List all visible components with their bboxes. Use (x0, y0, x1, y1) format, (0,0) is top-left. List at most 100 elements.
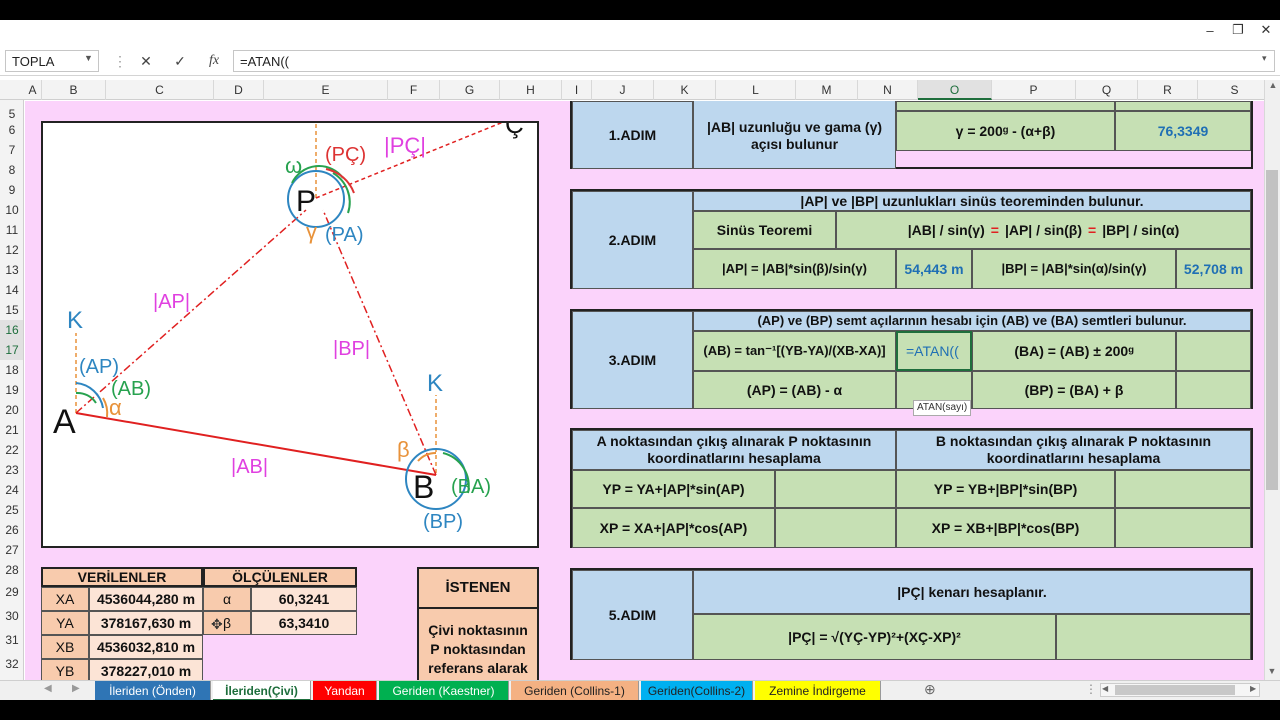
measured-name-beta[interactable]: β (203, 611, 251, 635)
column-header-J[interactable]: J (592, 80, 654, 100)
row-header-31[interactable]: 31 (5, 633, 19, 647)
tab-scroll-left-icon[interactable]: ◀ (44, 683, 52, 694)
row-header-28[interactable]: 28 (5, 563, 19, 577)
given-value-XB[interactable]: 4536032,810 m (89, 635, 203, 659)
formula-input[interactable]: =ATAN(( (233, 50, 1275, 72)
step1-title[interactable]: 1.ADIM (572, 101, 693, 169)
name-box[interactable]: TOPLA (5, 50, 99, 72)
step4-ya-value[interactable] (775, 470, 896, 508)
measured-header[interactable]: ÖLÇÜLENLER (203, 567, 357, 587)
measured-value-alpha[interactable]: 60,3241 (251, 587, 357, 611)
minimize-icon[interactable]: – (1206, 22, 1214, 38)
row-header-29[interactable]: 29 (5, 585, 19, 599)
sheet-tab-4[interactable]: Geriden (Kaestner) (379, 681, 509, 700)
row-header-27[interactable]: 27 (5, 543, 19, 557)
row-header-18[interactable]: 18 (5, 363, 19, 377)
step4-header-a[interactable]: A noktasından çıkış alınarak P noktasını… (572, 430, 896, 470)
column-header-C[interactable]: C (106, 80, 214, 100)
step2-title[interactable]: 2.ADIM (572, 191, 693, 289)
step2-header[interactable]: |AP| ve |BP| uzunlukları sinüs teoremind… (693, 191, 1251, 211)
step3-header[interactable]: (AP) ve (BP) semt açılarının hesabı için… (693, 311, 1251, 331)
scroll-down-icon[interactable]: ▼ (1267, 666, 1277, 676)
row-header-25[interactable]: 25 (5, 503, 19, 517)
row-header-24[interactable]: 24 (5, 483, 19, 497)
step4-xb-formula[interactable]: XP = XB+|BP|*cos(BP) (896, 508, 1115, 548)
step1-desc[interactable]: |AB| uzunluğu ve gama (γ) açısı bulunur (693, 101, 896, 169)
row-header-16[interactable]: 16 (0, 320, 23, 340)
step2-ap-formula[interactable]: |AP| = |AB|*sin(β)/sin(γ) (693, 249, 896, 289)
step1-upper-left[interactable] (896, 101, 1115, 111)
column-header-O[interactable]: O (918, 80, 992, 100)
column-header-L[interactable]: L (716, 80, 796, 100)
column-header-K[interactable]: K (654, 80, 716, 100)
step1-gamma-formula[interactable]: γ = 200ᵍ - (α+β) (896, 111, 1115, 151)
given-name-XA[interactable]: XA (41, 587, 89, 611)
active-cell-O16[interactable]: =ATAN(( (896, 331, 972, 371)
step3-ap-formula[interactable]: (AP) = (AB) - α (693, 371, 896, 409)
given-value-YA[interactable]: 378167,630 m (89, 611, 203, 635)
step5-header[interactable]: |PÇ| kenarı hesaplanır. (693, 570, 1251, 614)
add-sheet-icon[interactable]: ⊕ (924, 681, 936, 697)
given-name-YB[interactable]: YB (41, 659, 89, 680)
step2-sinus-label[interactable]: Sinüs Teoremi (693, 211, 836, 249)
given-value-YB[interactable]: 378227,010 m (89, 659, 203, 680)
sheet-tab-2[interactable]: İleriden(Çivi) (213, 681, 311, 700)
step4-xa-formula[interactable]: XP = XA+|AP|*cos(AP) (572, 508, 775, 548)
step5-formula[interactable]: |PÇ| = √(YÇ-YP)²+(XÇ-XP)² (693, 614, 1056, 660)
sheet-tab-6[interactable]: Geriden(Collins-2) (641, 681, 753, 700)
measured-value-beta[interactable]: 63,3410 (251, 611, 357, 635)
column-header-D[interactable]: D (214, 80, 264, 100)
step4-yb-value[interactable] (1115, 470, 1251, 508)
scroll-left-icon[interactable]: ◀ (1102, 684, 1109, 693)
column-header-E[interactable]: E (264, 80, 388, 100)
step5-value[interactable] (1056, 614, 1251, 660)
sheet-tab-5[interactable]: Geriden (Collins-1) (511, 681, 639, 700)
scroll-up-icon[interactable]: ▲ (1268, 80, 1278, 90)
column-header-P[interactable]: P (992, 80, 1076, 100)
row-header-23[interactable]: 23 (5, 463, 19, 477)
step4-xb-value[interactable] (1115, 508, 1251, 548)
row-header-32[interactable]: 32 (5, 657, 19, 671)
enter-icon[interactable]: ✓ (174, 53, 186, 69)
row-header-14[interactable]: 14 (5, 283, 19, 297)
step4-ya-formula[interactable]: YP = YA+|AP|*sin(AP) (572, 470, 775, 508)
step3-bp-value[interactable] (1176, 371, 1251, 409)
step4-header-b[interactable]: B noktasından çıkış alınarak P noktasını… (896, 430, 1251, 470)
step4-yb-formula[interactable]: YP = YB+|BP|*sin(BP) (896, 470, 1115, 508)
row-header-21[interactable]: 21 (5, 423, 19, 437)
step2-sinus-formula[interactable]: |AB| / sin(γ) = |AP| / sin(β) = |BP| / s… (836, 211, 1251, 249)
row-header-12[interactable]: 12 (5, 243, 19, 257)
sheet-tab-1[interactable]: İleriden (Önden) (95, 681, 211, 700)
step3-title[interactable]: 3.ADIM (572, 311, 693, 409)
wanted-header[interactable]: İSTENEN (417, 567, 539, 609)
column-header-Q[interactable]: Q (1076, 80, 1138, 100)
step4-xa-value[interactable] (775, 508, 896, 548)
column-header-N[interactable]: N (858, 80, 918, 100)
horizontal-scroll-thumb[interactable] (1115, 685, 1235, 695)
step2-bp-value[interactable]: 52,708 m (1176, 249, 1251, 289)
step2-bp-formula[interactable]: |BP| = |AB|*sin(α)/sin(γ) (972, 249, 1176, 289)
column-header-H[interactable]: H (500, 80, 562, 100)
step3-ba-value[interactable] (1176, 331, 1251, 371)
chevron-down-icon[interactable]: ▼ (84, 53, 93, 63)
function-tooltip[interactable]: ATAN(sayı) (913, 400, 972, 416)
step5-title[interactable]: 5.ADIM (572, 570, 693, 660)
cancel-icon[interactable]: ✕ (140, 53, 152, 69)
row-header-19[interactable]: 19 (5, 383, 19, 397)
column-header-F[interactable]: F (388, 80, 440, 100)
sheet-tab-3[interactable]: Yandan (313, 681, 377, 700)
given-header[interactable]: VERİLENLER (41, 567, 203, 587)
row-header-15[interactable]: 15 (5, 303, 19, 317)
row-header-30[interactable]: 30 (5, 609, 19, 623)
row-header-20[interactable]: 20 (5, 403, 19, 417)
vertical-scroll-thumb[interactable] (1266, 170, 1278, 490)
row-header-22[interactable]: 22 (5, 443, 19, 457)
step3-ba-formula[interactable]: (BA) = (AB) ± 200ᵍ (972, 331, 1176, 371)
restore-icon[interactable]: ❐ (1232, 22, 1244, 37)
wanted-text[interactable]: Çivi noktasının P noktasından referans a… (428, 622, 528, 680)
row-header-5[interactable]: 5 (8, 107, 16, 121)
given-value-XA[interactable]: 4536044,280 m (89, 587, 203, 611)
row-header-6[interactable]: 6 (8, 123, 16, 137)
step3-ab-formula[interactable]: (AB) = tan⁻¹[(YB-YA)/(XB-XA)] (693, 331, 896, 371)
step1-upper-right[interactable] (1115, 101, 1251, 111)
